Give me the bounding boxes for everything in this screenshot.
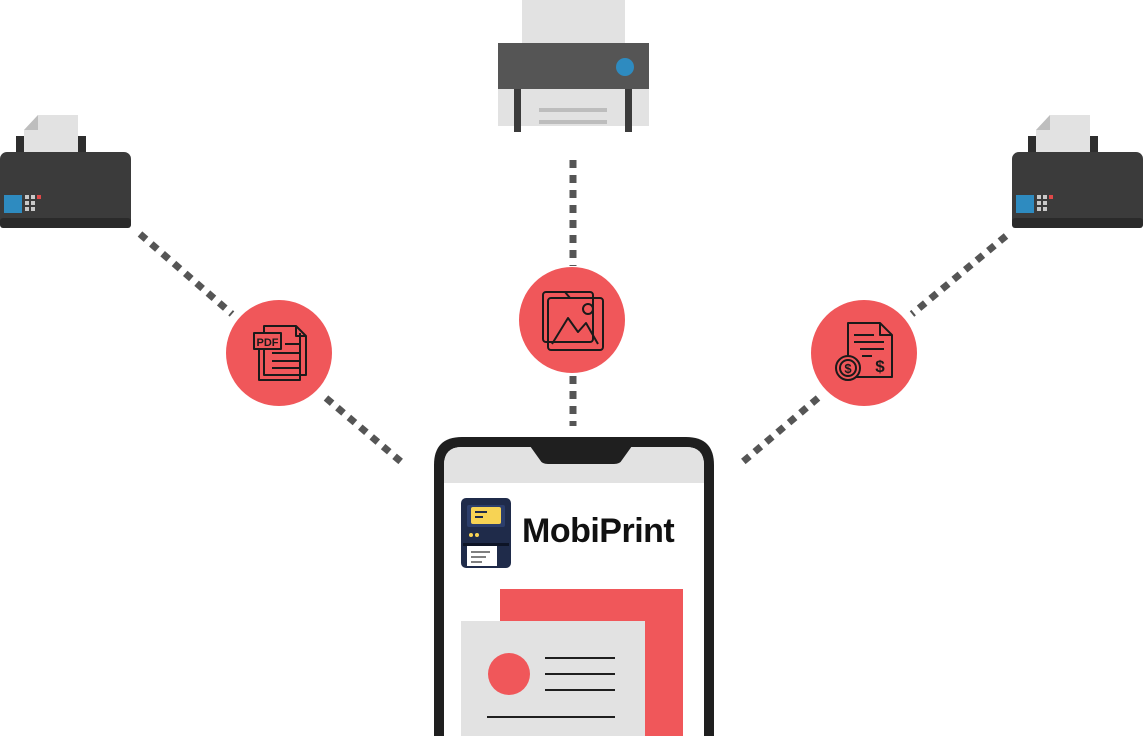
- app-title: MobiPrint: [522, 512, 675, 550]
- screen-document-preview: [461, 589, 683, 736]
- coin-sign-label: $: [844, 361, 852, 376]
- pdf-badge-label: PDF: [257, 337, 279, 349]
- image-gallery-icon: [519, 267, 625, 373]
- invoice-icon: $ $: [811, 300, 917, 406]
- printer-right-icon: [1012, 115, 1143, 228]
- connector-right: [735, 233, 1009, 469]
- dollar-sign-label: $: [875, 357, 885, 376]
- profile-avatar-icon: [488, 653, 530, 695]
- phone-status-bar: [444, 447, 704, 483]
- connector-left: [137, 231, 409, 469]
- printer-left-icon: [0, 115, 131, 228]
- mobiprint-logo-icon: [461, 498, 511, 568]
- printer-top-icon: [498, 0, 649, 132]
- pdf-document-icon: PDF: [226, 300, 332, 406]
